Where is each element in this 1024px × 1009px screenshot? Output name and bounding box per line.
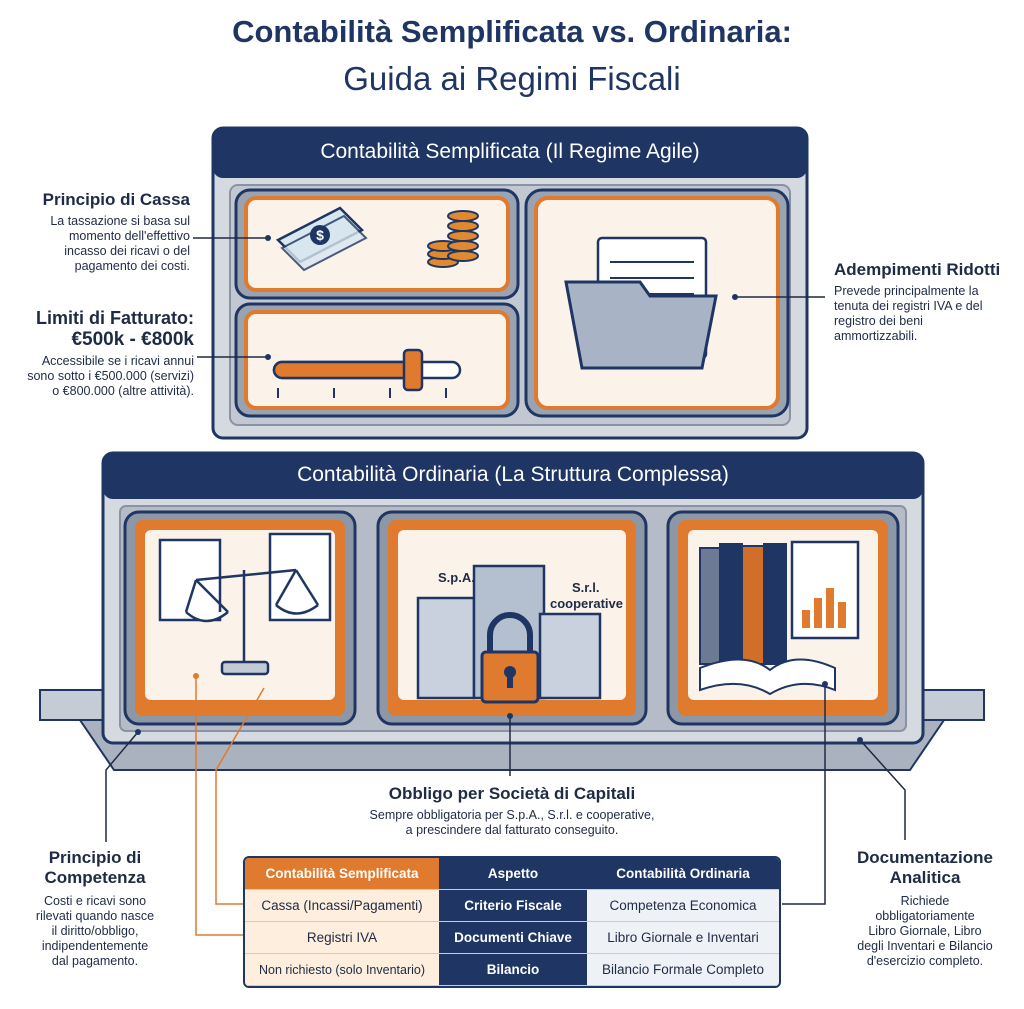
limiti-line: o €800.000 (altre attività).: [52, 384, 194, 398]
cell-ordinaria: Bilancio Formale Completo: [587, 954, 779, 986]
binders-icon: [699, 543, 836, 696]
obbligo-heading: Obbligo per Società di Capitali: [388, 784, 636, 803]
competenza-line: il diritto/obbligo,: [51, 924, 139, 938]
comparison-table: Contabilità Semplificata Aspetto Contabi…: [243, 856, 781, 988]
adempimenti-line: tenuta dei registri IVA e del: [834, 299, 983, 313]
documentazione-callout: Documentazione Analitica Richiede obblig…: [830, 848, 1020, 969]
documentazione-heading-line: Documentazione: [856, 848, 994, 867]
page-subtitle: Guida ai Regimi Fiscali: [343, 60, 681, 97]
documentazione-line: Richiede: [900, 894, 950, 908]
documentazione-line: obbligatoriamente: [875, 909, 975, 923]
competenza-line: rilevati quando nasce: [35, 909, 155, 923]
cassa-line: incasso dei ricavi o del: [64, 244, 190, 258]
cell-semplificata: Registri IVA: [245, 922, 439, 954]
obbligo-line: a prescindere dal fatturato conseguito.: [405, 823, 619, 837]
competenza-line: dal pagamento.: [51, 954, 139, 968]
page-title: Contabilità Semplificata vs. Ordinaria:: [232, 14, 792, 49]
competenza-heading-line: Principio di: [48, 848, 142, 867]
competenza-line: Costi e ricavi sono: [43, 894, 147, 908]
cell-semplificata: Non richiesto (solo Inventario): [245, 954, 439, 986]
svg-text:$: $: [316, 227, 324, 243]
money-icon: $: [275, 206, 368, 272]
header-aspetto: Aspetto: [439, 858, 587, 890]
header-semplificata: Contabilità Semplificata: [245, 858, 439, 890]
cassa-callout: Principio di Cassa La tassazione si basa…: [10, 190, 190, 274]
competenza-heading: Principio di Competenza: [10, 848, 180, 888]
limiti-heading: Limiti di Fatturato:: [36, 308, 194, 328]
limiti-line: sono sotto i €500.000 (servizi): [27, 369, 194, 383]
adempimenti-line: ammortizzabili.: [834, 329, 918, 343]
cell-ordinaria: Libro Giornale e Inventari: [587, 922, 779, 954]
obbligo-callout: Obbligo per Società di Capitali Sempre o…: [312, 784, 712, 838]
srl-label: S.r.l.: [572, 580, 599, 595]
documentazione-heading: Documentazione Analitica: [830, 848, 1020, 888]
cassa-line: La tassazione si basa sul: [50, 214, 190, 228]
cassa-heading: Principio di Cassa: [42, 190, 190, 209]
buildings-icon: [416, 564, 602, 700]
chart-icon: [790, 540, 860, 640]
adempimenti-heading: Adempimenti Ridotti: [834, 260, 1001, 279]
documentazione-line: degli Inventari e Bilancio: [857, 939, 993, 953]
limiti-value: €500k - €800k: [71, 329, 194, 350]
table-row: Cassa (Incassi/Pagamenti) Criterio Fisca…: [245, 890, 779, 922]
table-row: Registri IVA Documenti Chiave Libro Gior…: [245, 922, 779, 954]
table-row: Non richiesto (solo Inventario) Bilancio…: [245, 954, 779, 986]
padlock-icon: [480, 612, 540, 704]
adempimenti-line: registro dei beni: [834, 314, 923, 328]
ordinaria-header: Contabilità Ordinaria (La Struttura Comp…: [297, 463, 729, 486]
semplificata-header: Contabilità Semplificata (Il Regime Agil…: [320, 140, 700, 163]
cassa-line: momento dell'effettivo: [69, 229, 190, 243]
cell-ordinaria: Competenza Economica: [587, 890, 779, 922]
adempimenti-line: Prevede principalmente la: [834, 284, 979, 298]
competenza-callout: Principio di Competenza Costi e ricavi s…: [10, 848, 180, 969]
coop-label: cooperative: [550, 596, 623, 611]
competenza-heading-line: Competenza: [44, 868, 146, 887]
limiti-line: Accessibile se i ricavi annui: [41, 354, 194, 368]
slider-icon: [272, 348, 462, 398]
scales-icon: [158, 532, 332, 676]
coins-icon: [427, 210, 479, 268]
cell-aspetto: Bilancio: [439, 954, 587, 986]
obbligo-line: Sempre obbligatoria per S.p.A., S.r.l. e…: [369, 808, 655, 822]
limiti-callout: Limiti di Fatturato: €500k - €800k Acces…: [4, 308, 194, 399]
documentazione-line: d'esercizio completo.: [866, 954, 984, 968]
table-header-row: Contabilità Semplificata Aspetto Contabi…: [245, 858, 779, 890]
folder-icon: [564, 236, 718, 370]
cell-semplificata: Cassa (Incassi/Pagamenti): [245, 890, 439, 922]
documentazione-line: Libro Giornale, Libro: [868, 924, 982, 938]
cell-aspetto: Documenti Chiave: [439, 922, 587, 954]
adempimenti-callout: Adempimenti Ridotti Prevede principalmen…: [834, 260, 1020, 344]
cell-aspetto: Criterio Fiscale: [439, 890, 587, 922]
documentazione-heading-line: Analitica: [889, 868, 961, 887]
competenza-line: indipendentemente: [41, 939, 149, 953]
cassa-line: pagamento dei costi.: [74, 259, 190, 273]
spa-label: S.p.A.: [438, 570, 475, 585]
header-ordinaria: Contabilità Ordinaria: [587, 858, 779, 890]
